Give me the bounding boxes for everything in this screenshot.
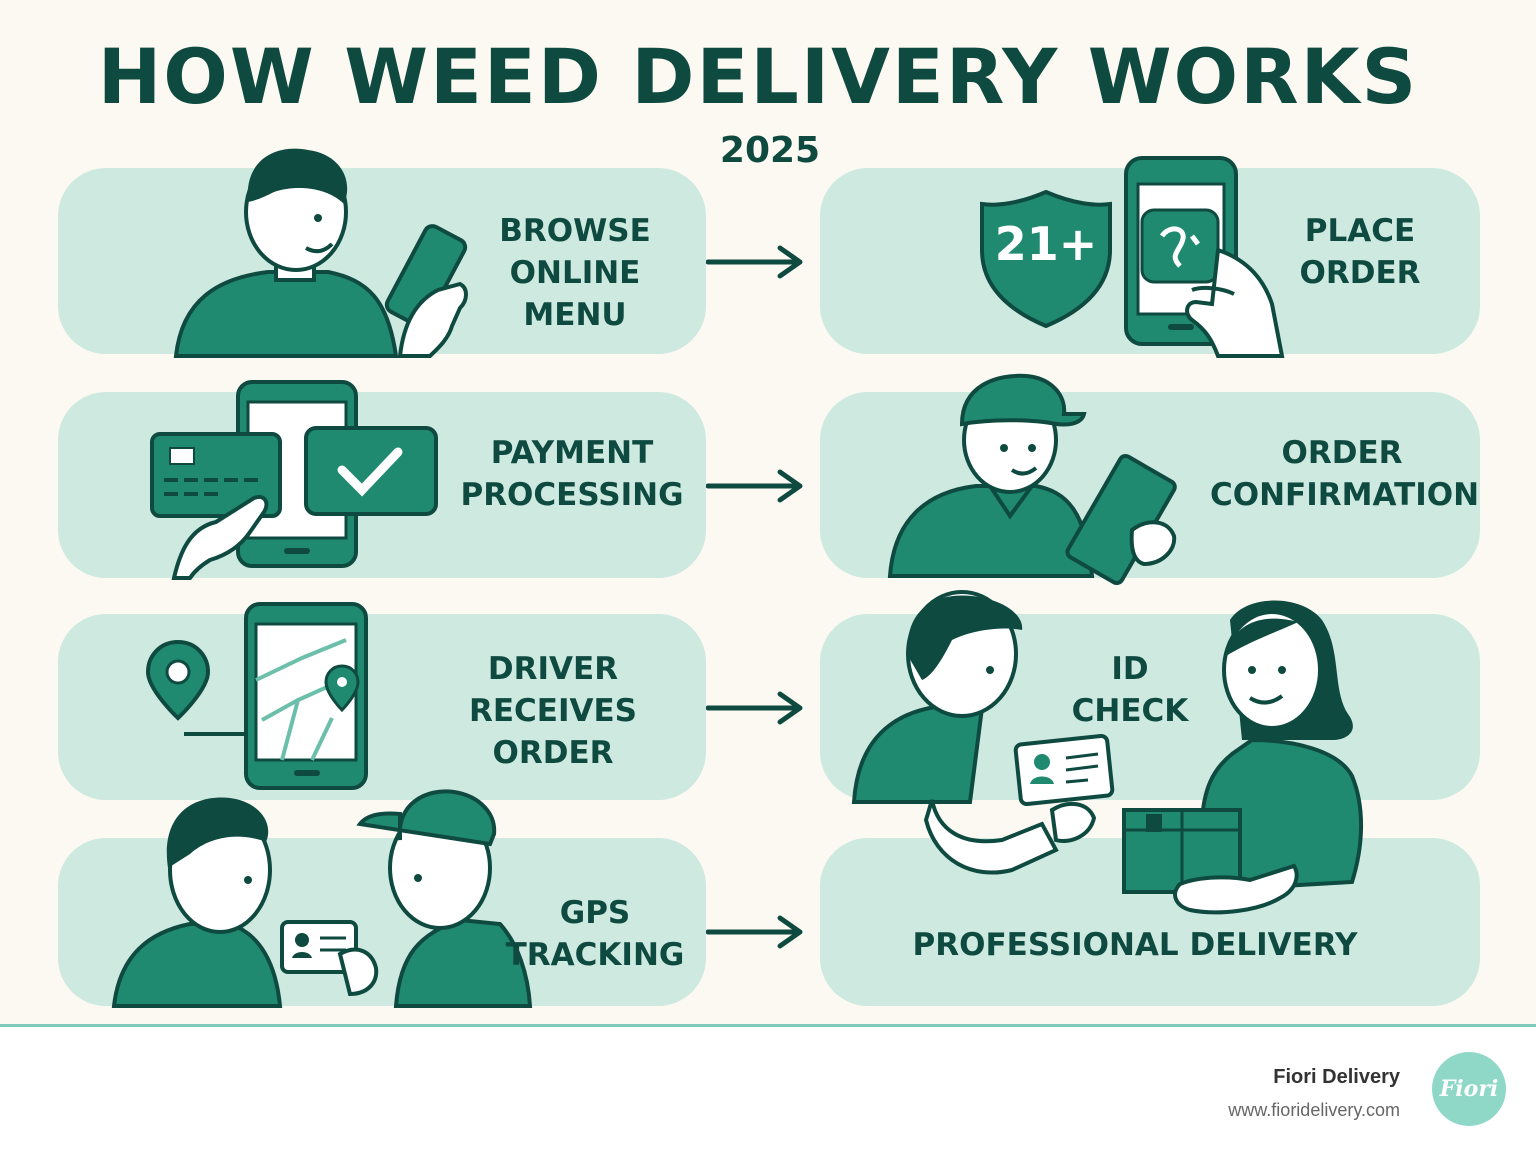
step-label-browse: BROWSE ONLINE MENU <box>499 213 651 333</box>
step-label-order-confirmation: ORDER CONFIRMATION <box>1210 435 1480 513</box>
courier-tablet-icon <box>887 373 1177 586</box>
year-label: 2025 <box>719 130 821 171</box>
map-pin-icon <box>145 639 254 736</box>
brand-name: Fiori Delivery <box>1273 1066 1400 1088</box>
phone-map-icon <box>244 602 368 790</box>
package-icon <box>1122 808 1299 915</box>
footer <box>0 1027 1536 1154</box>
credit-card-icon <box>150 432 282 580</box>
brand-url[interactable]: www.fioridelivery.com <box>1228 1100 1400 1120</box>
step-label-delivery: PROFESSIONAL DELIVERY <box>912 927 1358 963</box>
step-label-place-order: PLACE ORDER <box>1299 213 1421 291</box>
person-phone-icon <box>173 148 468 358</box>
step-label-driver: DRIVER RECEIVES ORDER <box>468 651 637 771</box>
arrow-right-icon <box>706 691 803 725</box>
step-label-gps: GPS TRACKING <box>505 895 685 973</box>
phone-tap-icon <box>1124 156 1285 358</box>
badge-21-text: 21+ <box>995 217 1098 271</box>
arrow-right-icon <box>706 469 803 503</box>
person-id-handoff-icon <box>111 789 533 1008</box>
page-title: HOW WEED DELIVERY WORKS <box>97 32 1419 121</box>
step-label-payment: PAYMENT PROCESSING <box>460 435 684 513</box>
arrow-right-icon <box>706 915 803 949</box>
brand-logo: Fiori <box>1432 1052 1506 1126</box>
footer-divider <box>0 1024 1536 1027</box>
step-label-id-check: ID CHECK <box>1071 651 1189 729</box>
shield-21-icon: 21+ <box>980 189 1112 329</box>
arrow-right-icon <box>706 245 803 279</box>
